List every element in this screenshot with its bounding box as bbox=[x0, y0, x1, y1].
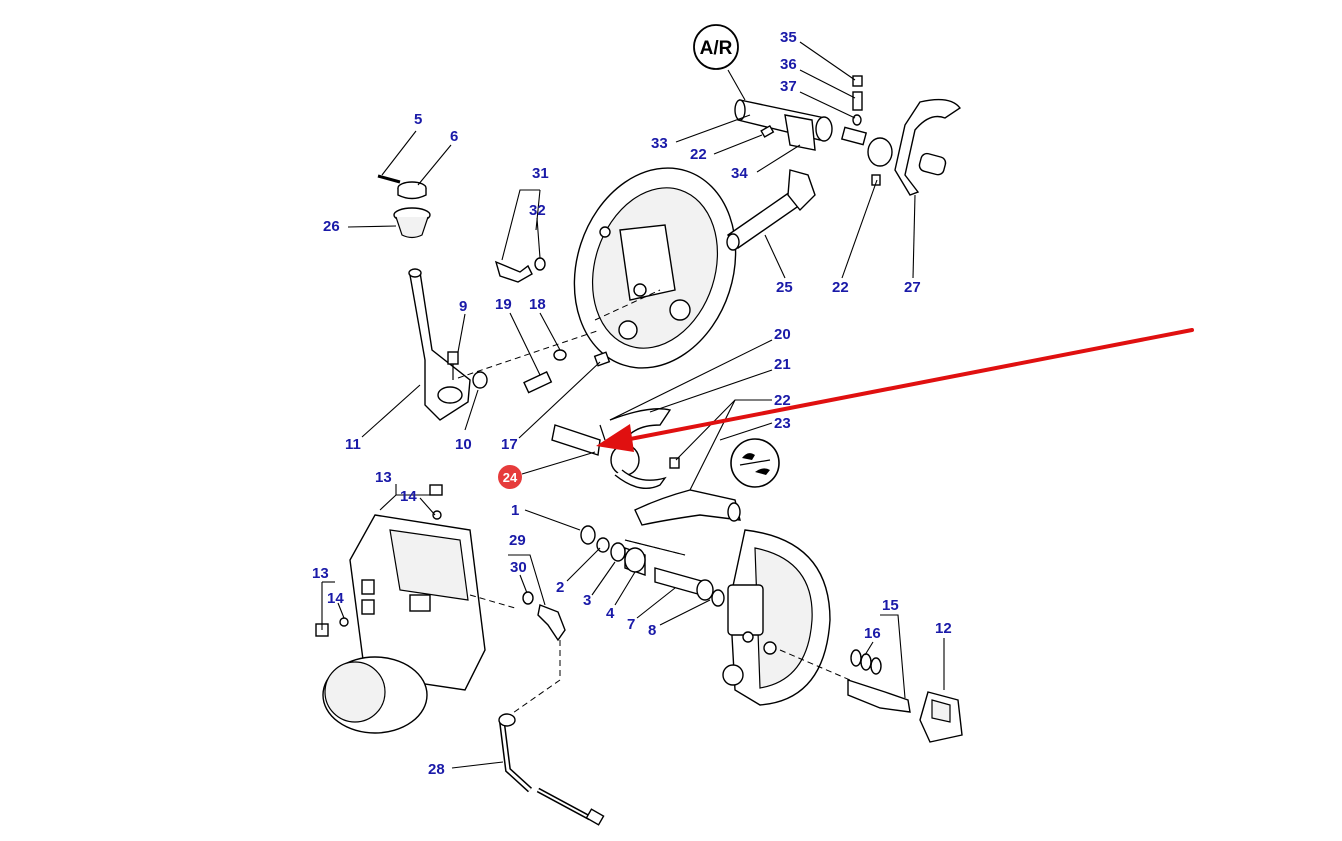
label-25: 25 bbox=[776, 279, 793, 296]
label-5: 5 bbox=[414, 111, 422, 128]
label-16: 16 bbox=[864, 625, 881, 642]
label-22-right: 22 bbox=[832, 279, 849, 296]
label-2: 2 bbox=[556, 579, 564, 596]
label-8: 8 bbox=[648, 622, 656, 639]
label-14-upper: 14 bbox=[400, 488, 417, 505]
label-34: 34 bbox=[731, 165, 748, 182]
label-10: 10 bbox=[455, 436, 472, 453]
upper-housing-cover bbox=[573, 167, 737, 369]
label-32: 32 bbox=[529, 202, 546, 219]
shift-fork-upper bbox=[840, 98, 962, 196]
reverse-shaft bbox=[734, 99, 833, 151]
label-9: 9 bbox=[459, 298, 467, 315]
label-3: 3 bbox=[583, 592, 591, 609]
label-27: 27 bbox=[904, 279, 921, 296]
label-22-mid: 22 bbox=[774, 392, 791, 409]
label-11: 11 bbox=[345, 436, 361, 453]
shift-fork-23 bbox=[634, 457, 741, 526]
reverse-badge-text: A/R bbox=[700, 38, 733, 59]
label-4: 4 bbox=[606, 605, 615, 622]
bolt-and-washer bbox=[447, 351, 488, 389]
label-15: 15 bbox=[882, 597, 899, 614]
label-6: 6 bbox=[450, 128, 458, 145]
label-12: 12 bbox=[935, 620, 952, 637]
label-14-left: 14 bbox=[327, 590, 344, 607]
sensor-switch bbox=[523, 349, 611, 394]
label-30: 30 bbox=[510, 559, 527, 576]
piston-assembly bbox=[580, 525, 725, 607]
pin-collar-filter bbox=[377, 174, 431, 239]
shift-lever bbox=[408, 268, 471, 421]
label-28: 28 bbox=[428, 761, 445, 778]
label-7: 7 bbox=[627, 616, 635, 633]
label-36: 36 bbox=[780, 56, 797, 73]
label-17: 17 bbox=[501, 436, 518, 453]
label-29: 29 bbox=[509, 532, 526, 549]
label-18: 18 bbox=[529, 296, 546, 313]
label-23: 23 bbox=[774, 415, 791, 432]
hydraulic-fitting-upper bbox=[494, 257, 546, 283]
pointer-arrow bbox=[596, 328, 1194, 452]
label-31: 31 bbox=[532, 165, 549, 182]
label-24: 24 bbox=[503, 470, 518, 485]
shift-fork-lower bbox=[551, 408, 672, 489]
label-1: 1 bbox=[511, 502, 519, 519]
hydraulic-pipe bbox=[498, 591, 605, 826]
label-26: 26 bbox=[323, 218, 340, 235]
label-33: 33 bbox=[651, 135, 668, 152]
lower-housing-cover bbox=[722, 529, 831, 706]
label-21: 21 bbox=[774, 356, 791, 373]
leader-lines bbox=[321, 41, 945, 769]
reverse-badge: A/R bbox=[693, 24, 739, 70]
label-13-upper: 13 bbox=[375, 469, 392, 486]
range-selector-icon bbox=[730, 438, 780, 488]
part-labels: 5 6 26 9 10 11 31 32 19 18 17 33 22 34 3… bbox=[312, 29, 952, 778]
label-37: 37 bbox=[780, 78, 797, 95]
selector-rod bbox=[726, 169, 816, 251]
label-35: 35 bbox=[780, 29, 797, 46]
solenoid-and-seals bbox=[847, 649, 963, 743]
label-19: 19 bbox=[495, 296, 512, 313]
valve-block bbox=[315, 484, 486, 734]
label-13-left: 13 bbox=[312, 565, 329, 582]
label-20: 20 bbox=[774, 326, 791, 343]
label-22-top: 22 bbox=[690, 146, 707, 163]
highlight-badge-24: 24 bbox=[498, 465, 522, 489]
